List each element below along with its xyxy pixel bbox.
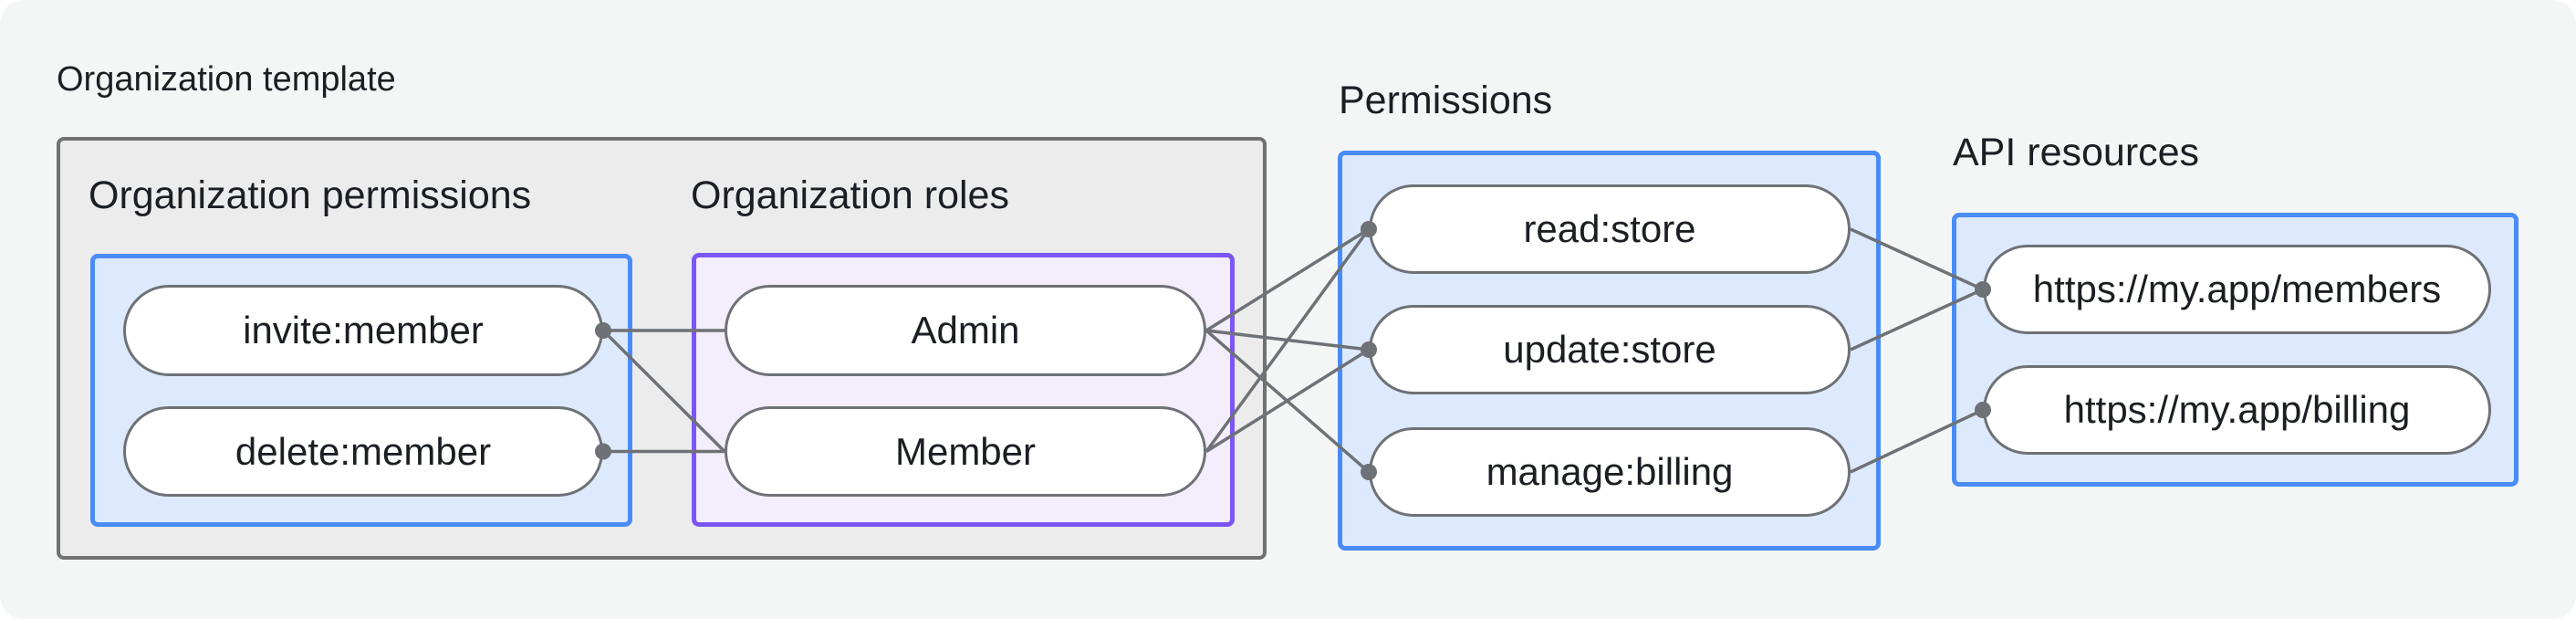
api-resources-label: API resources	[1953, 131, 2200, 174]
node-api-billing: https://my.app/billing	[1983, 365, 2491, 455]
organization-permissions-label: Organization permissions	[89, 173, 532, 217]
node-read-store: read:store	[1369, 184, 1851, 274]
diagram-title: Organization template	[57, 60, 396, 99]
node-admin-role: Admin	[725, 285, 1206, 376]
permissions-label: Permissions	[1339, 79, 1553, 122]
node-manage-billing: manage:billing	[1369, 427, 1851, 517]
node-update-store: update:store	[1369, 305, 1851, 394]
organization-roles-label: Organization roles	[691, 173, 1009, 217]
node-api-members: https://my.app/members	[1983, 245, 2491, 334]
node-delete-member: delete:member	[123, 406, 603, 497]
node-invite-member: invite:member	[123, 285, 603, 376]
node-member-role: Member	[725, 406, 1206, 497]
